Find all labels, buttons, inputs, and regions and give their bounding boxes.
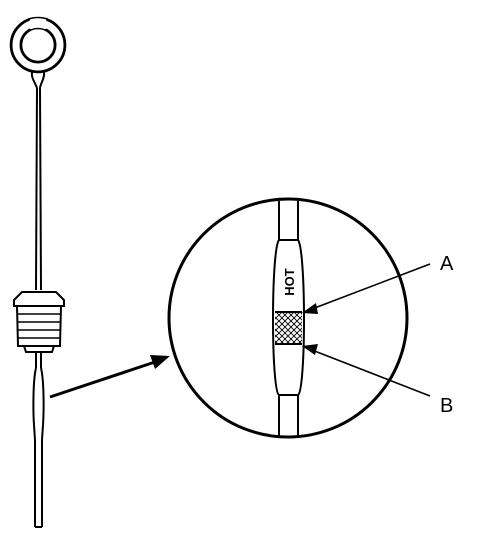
dipstick-plug — [13, 291, 65, 353]
dipstick-shaft-lower — [32, 352, 45, 528]
dipstick-shaft-upper — [35, 87, 42, 291]
leader-a — [302, 263, 431, 314]
detail-pointer-arrow — [49, 355, 170, 399]
dipstick — [9, 16, 67, 528]
leader-b — [302, 344, 431, 397]
detail-shaft — [278, 201, 299, 436]
crosshatch-band — [275, 313, 302, 343]
detail-magnifier: HOT — [167, 197, 409, 439]
dipstick-handle — [9, 16, 67, 89]
callout-a-label: A — [440, 253, 454, 275]
hot-stamp-text: HOT — [282, 268, 297, 296]
callout-b-label: B — [440, 395, 453, 417]
